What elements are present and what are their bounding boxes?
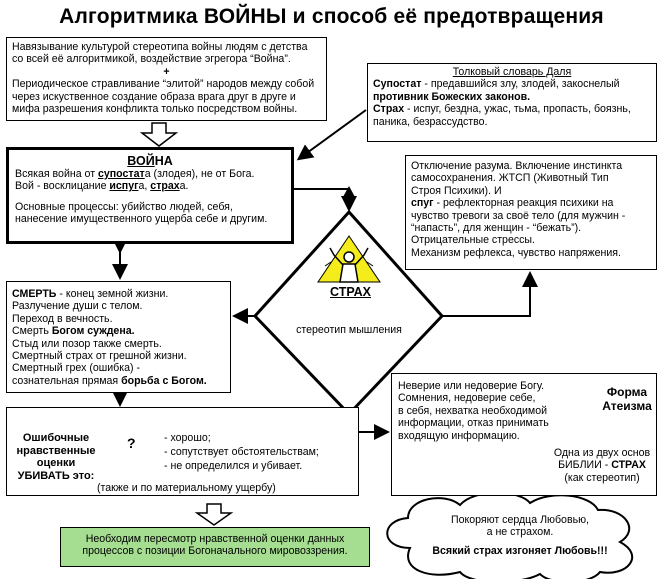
- text-line: Отрицательные стрессы.: [411, 234, 535, 247]
- plus-sign: +: [163, 65, 170, 78]
- text-line: Смертный страх от грешной жизни.: [12, 350, 187, 363]
- war-box: ВОЙНА Всякая война от супостата (злодея)…: [6, 147, 294, 244]
- text-line: Сомнения, недоверие себе,: [398, 392, 536, 405]
- term-ispug: спуг: [411, 197, 434, 210]
- text-line: самосохранения. ЖТСП (Животный Тип: [411, 172, 609, 185]
- cloud-text: Покоряют сердца Любовью, а не страхом. В…: [432, 514, 608, 557]
- death-box: СМЕРТЬ - конец земной жизни. Разлучение …: [6, 281, 231, 393]
- text-line: Периодическое стравливание “элитой” наро…: [12, 78, 315, 91]
- text-line: Навязывание культурой стереотипа войны л…: [12, 41, 308, 53]
- hollow-arrow-down-top: [139, 122, 179, 147]
- option-undecided: - не определился и убивает.: [164, 460, 303, 472]
- definition: - предавшийся злу, злодей, закоснелый: [421, 78, 620, 91]
- text-line: в себя, нехватка необходимой: [398, 404, 548, 417]
- text-line: нанесение имущественного ущерба себе и д…: [15, 213, 268, 226]
- dahl-dictionary-box: Толковый словарь Даля Супостат - предавш…: [367, 63, 657, 142]
- text-line: Строя Психики). И: [411, 184, 502, 197]
- text-line: Стыд или позор также смерть.: [12, 337, 162, 350]
- moral-evaluation-box: Ошибочные нравственные оценки УБИВАТЬ эт…: [6, 407, 359, 496]
- text-line: мифа разрешения конфликта только посредс…: [12, 103, 298, 116]
- scared-person-warning-icon: [317, 235, 381, 283]
- hollow-arrow-down-bottom: [194, 503, 234, 526]
- cloud-shape: [386, 491, 633, 579]
- term-death: СМЕРТЬ: [12, 288, 57, 300]
- definition: противник Божеских законов.: [373, 90, 531, 103]
- option-circumstances: - сопутствует обстоятельствам;: [164, 446, 319, 458]
- psyche-reaction-box: Отключение разума. Включение инстинкта с…: [405, 155, 657, 270]
- moral-label: Ошибочные нравственные оценки УБИВАТЬ эт…: [16, 432, 96, 482]
- text-line: “напасть”, для женщин - “бежать”).: [411, 222, 582, 235]
- option-good: - хорошо;: [164, 432, 211, 444]
- bible-basis-label: Одна из двух основ БИБЛИИ - СТРАХ (как с…: [553, 447, 651, 484]
- arrow-diamond-psy: [442, 271, 538, 317]
- term-supostat: Супостат: [373, 78, 422, 91]
- text-line: Основные процессы: убийство людей, себя,: [15, 200, 233, 213]
- text-line: Смертный грех (ошибка) -: [12, 362, 140, 375]
- text-line: информации, отказ принимать: [398, 417, 549, 430]
- text-line: чувство тревоги за своё тело (для мужчин…: [411, 209, 626, 222]
- arrow-dict-to-war: [296, 109, 367, 161]
- unbelief-box: Неверие или недоверие Богу. Сомнения, не…: [391, 373, 657, 496]
- text-line: входящую информацию.: [398, 429, 520, 442]
- fear-sublabel: стереотип мышления: [296, 324, 402, 336]
- arrow-war-diamond: [294, 188, 357, 212]
- definition: паника, безрассудство.: [373, 115, 488, 128]
- text-line: Необходим пересмотр нравственной оценки …: [85, 533, 345, 545]
- atheism-form-label: Форма Атеизма: [602, 385, 652, 413]
- text-line: Разлучение души с телом.: [12, 300, 143, 313]
- text-line: Отключение разума. Включение инстинкта: [411, 160, 623, 172]
- war-heading: ВОЙНА: [127, 154, 173, 168]
- text-line: Переход в вечность.: [12, 312, 113, 325]
- revision-callout-box: Необходим пересмотр нравственной оценки …: [60, 527, 370, 567]
- definition: - испуг, бездна, ужас, тьма, пропасть, б…: [404, 103, 631, 116]
- term-strakh: Страх: [373, 103, 405, 116]
- text-line: Механизм рефлекса, чувство напряжения.: [411, 246, 621, 259]
- question-mark: ?: [127, 435, 136, 451]
- culture-stereotype-box: Навязывание культурой стереотипа войны л…: [6, 37, 327, 121]
- fear-label: СТРАХ: [330, 285, 371, 299]
- text-line: со всей её алгоритмикой, воздействие эгр…: [12, 53, 291, 66]
- text-line: Неверие или недоверие Богу.: [398, 380, 545, 392]
- dictionary-heading: Толковый словарь Даля: [452, 66, 572, 78]
- text-line: процессов с позиции Богоначального миров…: [82, 545, 348, 558]
- page-title: Алгоритмика ВОЙНЫ и способ её предотвращ…: [59, 5, 604, 28]
- text-line: через искуственное создание образа врага…: [12, 90, 296, 103]
- material-damage-note: (также и по материальному ущербу): [97, 482, 276, 494]
